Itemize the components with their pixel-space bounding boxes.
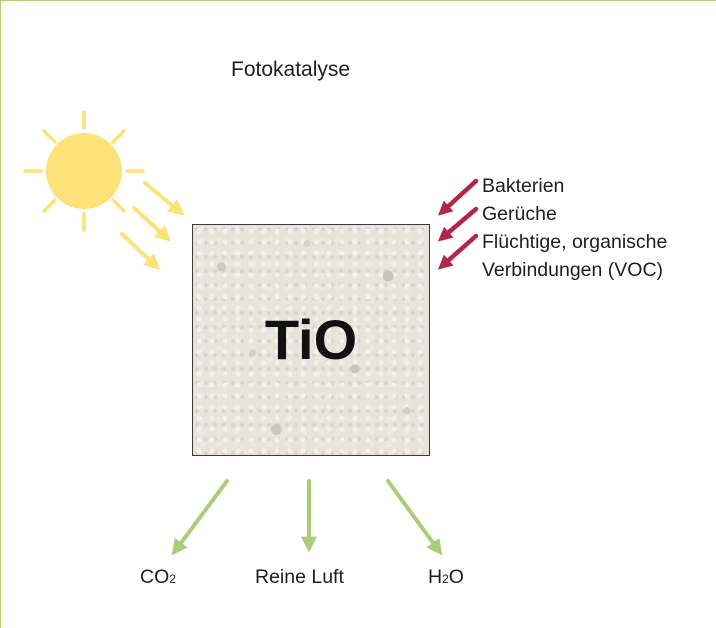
material-label: TiO	[264, 308, 358, 371]
pollutant-odors: Gerüche	[482, 203, 557, 225]
pollutant-voc-line2: Verbindungen (VOC)	[482, 259, 664, 281]
pollutant-arrows	[437, 178, 479, 270]
tio-material-sample: TiO	[192, 224, 430, 456]
product-co2-base: CO	[140, 566, 170, 588]
sunlight-arrows	[120, 181, 185, 270]
product-h2o: H2O	[428, 566, 464, 589]
pollutant-bacteria: Bakterien	[482, 175, 565, 197]
pollutant-voc-line1: Flüchtige, organische	[482, 231, 668, 253]
sun-icon	[23, 110, 145, 232]
product-h2o-tail: O	[448, 566, 464, 588]
product-h2o-sub: 2	[442, 572, 449, 586]
diagram-title: Fotokatalyse	[231, 58, 351, 81]
product-arrows	[171, 479, 443, 556]
product-co2: CO2	[140, 566, 176, 589]
product-h2o-base: H	[428, 566, 443, 588]
product-clean-air: Reine Luft	[255, 566, 344, 588]
product-co2-sub: 2	[169, 572, 176, 586]
